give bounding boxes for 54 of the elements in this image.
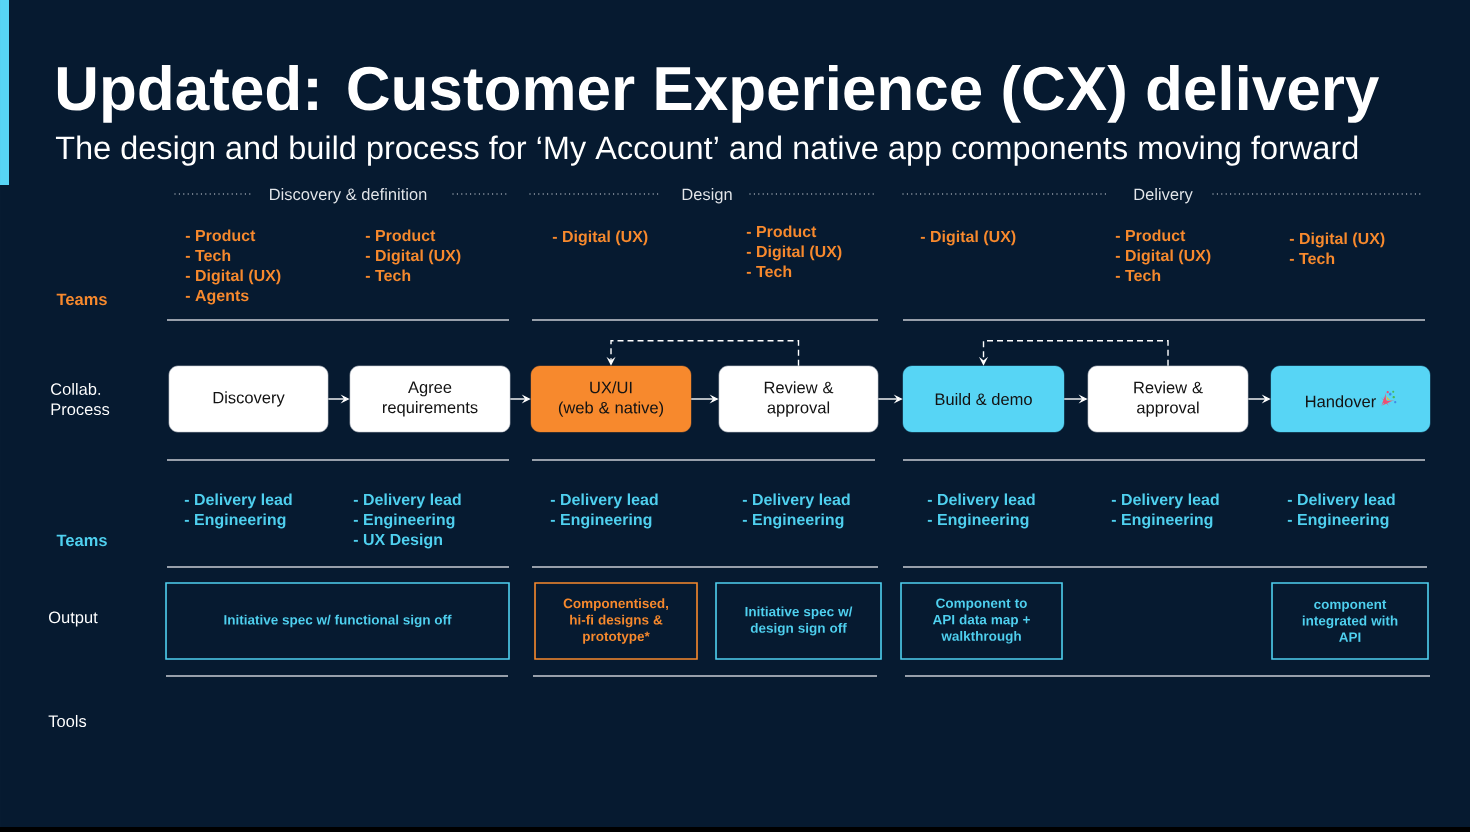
output-box: Initiative spec w/ functional sign off xyxy=(165,582,510,660)
row-label: Output xyxy=(49,611,98,627)
list-item: - Digital (UX) xyxy=(746,245,842,261)
process-box: Review & approval xyxy=(1087,365,1249,433)
process-box: Discovery xyxy=(168,365,329,433)
output-box: Initiative spec w/ design sign off xyxy=(715,582,882,660)
output-box: component integrated with API xyxy=(1271,582,1429,660)
row-heading: Teams xyxy=(56,293,107,306)
list-item: - Tech xyxy=(185,249,231,262)
title: Updated: Customer Experience (CX) delivery xyxy=(57,65,1380,123)
list-item: - Engineering xyxy=(1287,513,1389,529)
list-item: - Digital (UX) xyxy=(920,230,1016,246)
list-item: - Delivery lead xyxy=(353,493,461,509)
list-item: - Tech xyxy=(746,265,792,278)
list-item: - Engineering xyxy=(927,513,1029,529)
row-label: Tools xyxy=(48,714,87,728)
process-box: Agree requirements xyxy=(349,365,511,433)
list-item: - Product xyxy=(185,229,256,242)
list-item: - Delivery lead xyxy=(1287,493,1395,509)
phase-heading: Design xyxy=(682,188,732,204)
list-item: - Digital (UX) xyxy=(1115,249,1211,265)
list-item: - Tech xyxy=(365,269,411,282)
list-item: - Engineering xyxy=(742,513,844,529)
list-item: - Engineering xyxy=(184,513,286,529)
list-item: - Digital (UX) xyxy=(1289,232,1385,248)
phase-heading: Discovery & definition xyxy=(270,188,427,204)
process-box: Build & demo xyxy=(902,365,1065,433)
phase-heading: Delivery xyxy=(1134,188,1193,204)
process-box: Handover xyxy=(1270,365,1431,433)
list-item: - Tech xyxy=(1289,252,1335,265)
list-item: - Delivery lead xyxy=(927,493,1035,509)
output-box: Componentised, hi-fi designs & prototype* xyxy=(534,582,698,660)
list-item: - Engineering xyxy=(550,513,652,529)
list-item: - Delivery lead xyxy=(1111,493,1219,509)
row-label: Collab. Process xyxy=(51,382,110,416)
list-item: - Engineering xyxy=(353,513,455,529)
list-item: - Agents xyxy=(185,290,249,305)
list-item: - Digital (UX) xyxy=(552,230,648,246)
list-item: - UX Design xyxy=(353,533,442,549)
list-item: - Engineering xyxy=(1111,513,1213,529)
list-item: - Product xyxy=(365,229,436,242)
process-box: UX/UI (web & native) xyxy=(530,365,692,433)
list-item: - Digital (UX) xyxy=(185,269,281,285)
list-item: - Delivery lead xyxy=(184,493,292,509)
row-heading: Teams xyxy=(56,534,107,547)
list-item: - Product xyxy=(1115,229,1186,242)
list-item: - Digital (UX) xyxy=(365,249,461,265)
list-item: - Delivery lead xyxy=(550,493,658,509)
process-box: Review & approval xyxy=(718,365,879,433)
list-item: - Tech xyxy=(1115,269,1161,282)
list-item: - Delivery lead xyxy=(742,493,850,509)
output-box: Component to API data map + walkthrough xyxy=(900,582,1063,660)
list-item: - Product xyxy=(746,225,817,238)
subtitle: The design and build process for ‘My Account’ and native app components moving forward xyxy=(55,135,1358,166)
